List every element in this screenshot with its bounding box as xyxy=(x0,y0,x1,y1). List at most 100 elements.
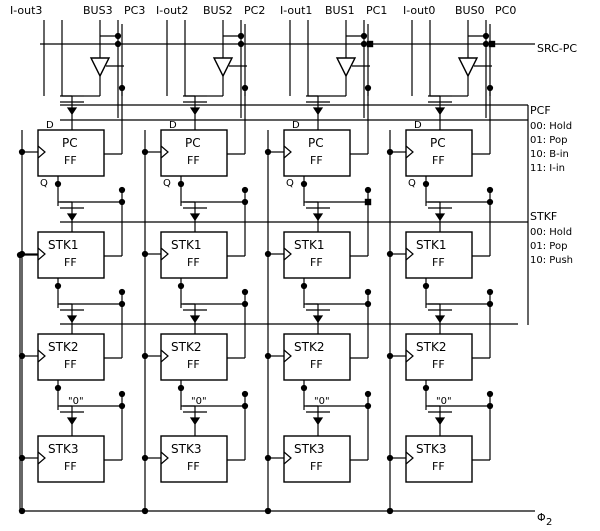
junction-dot xyxy=(241,186,249,194)
flip-flop-box xyxy=(283,129,351,177)
mux-arrow xyxy=(434,107,446,116)
flip-flop-ff-label: FF xyxy=(64,256,77,269)
flip-flop-box xyxy=(37,435,105,483)
label-bus1: BUS1 xyxy=(325,4,355,17)
junction-dot xyxy=(264,507,272,515)
stack-mux xyxy=(428,201,452,222)
flip-flop-box xyxy=(160,435,228,483)
mux-arrow xyxy=(312,107,324,116)
clock-input-glyph xyxy=(37,145,46,159)
label-bus3: BUS3 xyxy=(83,4,113,17)
flip-flop-ff-label: FF xyxy=(187,358,200,371)
flip-flop-box xyxy=(37,231,105,279)
pcf-line-pop: 01: Pop xyxy=(530,135,567,146)
clock-input-glyph xyxy=(405,145,414,159)
junction-dot xyxy=(177,282,185,290)
label-bus2: BUS2 xyxy=(203,4,233,17)
flip-flop-title: PC xyxy=(308,136,324,150)
flip-flop-box xyxy=(160,129,228,177)
label-iout2: I-out2 xyxy=(156,4,188,17)
d-label: D xyxy=(46,120,54,131)
pcf-line-hold: 00: Hold xyxy=(530,121,572,132)
stack-mux xyxy=(428,405,452,426)
flip-flop-title: STK3 xyxy=(48,442,78,456)
stkf-line-pop: 01: Pop xyxy=(530,241,567,252)
clock-input-glyph xyxy=(160,145,169,159)
label-src-pc: SRC-PC xyxy=(537,42,577,55)
junction-dot xyxy=(118,186,126,194)
zero-label: "0" xyxy=(191,396,207,407)
flip-flop-title: STK1 xyxy=(294,238,324,252)
junction-dot xyxy=(364,288,372,296)
stack-mux xyxy=(428,303,452,324)
junction-dot xyxy=(422,384,430,392)
clock-input-glyph xyxy=(405,247,414,261)
mux-arrow xyxy=(189,315,201,324)
stack-mux xyxy=(183,201,207,222)
mux-arrow xyxy=(312,315,324,324)
q-label: Q xyxy=(163,178,171,189)
flip-flop-box xyxy=(405,231,473,279)
stkf-line-hold: 00: Hold xyxy=(530,227,572,238)
clock-input-glyph xyxy=(283,451,292,465)
flip-flop-ff-label: FF xyxy=(187,460,200,473)
label-iout3: I-out3 xyxy=(10,4,42,17)
flip-flop-box xyxy=(405,129,473,177)
junction-dot xyxy=(364,390,372,398)
pcf-line-iin: 11: I-in xyxy=(530,163,565,174)
stkf-title: STKF xyxy=(530,210,557,223)
mux-arrow xyxy=(189,417,201,426)
junction-dot xyxy=(177,180,185,188)
stkf-legend: STKF 00: Hold 01: Pop 10: Push xyxy=(530,210,573,266)
mux-arrow xyxy=(66,417,78,426)
flip-flop-ff-label: FF xyxy=(310,256,323,269)
flip-flop-box xyxy=(37,333,105,381)
flip-flop-title: STK3 xyxy=(416,442,446,456)
phi2-label: Φ 2 xyxy=(537,511,552,528)
zero-label: "0" xyxy=(314,396,330,407)
label-pc0: PC0 xyxy=(495,4,516,17)
stack-mux xyxy=(306,303,330,324)
pcf-line-bin: 10: B-in xyxy=(530,149,569,160)
clock-input-glyph xyxy=(160,349,169,363)
junction-dot xyxy=(300,384,308,392)
flip-flop-title: STK1 xyxy=(171,238,201,252)
stack-mux xyxy=(183,405,207,426)
zero-label: "0" xyxy=(436,396,452,407)
flip-flop-title: STK1 xyxy=(48,238,78,252)
clock-input-glyph xyxy=(160,451,169,465)
phi-subscript: 2 xyxy=(546,517,552,528)
circuit: PCFFSTK1FFSTK2FFSTK3FFDQ"0"PCFFSTK1FFSTK… xyxy=(16,20,535,515)
flip-flop-box xyxy=(160,231,228,279)
flip-flop-ff-label: FF xyxy=(187,256,200,269)
flip-flop-box xyxy=(405,333,473,381)
flip-flop-ff-label: FF xyxy=(64,154,77,167)
flip-flop-title: STK3 xyxy=(294,442,324,456)
junction-dot xyxy=(141,507,149,515)
d-label: D xyxy=(292,120,300,131)
zero-label: "0" xyxy=(68,396,84,407)
label-pc1: PC1 xyxy=(366,4,387,17)
clock-input-glyph xyxy=(405,451,414,465)
flip-flop-title: PC xyxy=(62,136,78,150)
clock-input-glyph xyxy=(37,451,46,465)
stack-mux xyxy=(60,303,84,324)
mux-arrow xyxy=(189,107,201,116)
clock-input-glyph xyxy=(283,247,292,261)
tristate-buffer xyxy=(457,57,479,78)
flip-flop-ff-label: FF xyxy=(310,358,323,371)
flip-flop-ff-label: FF xyxy=(187,154,200,167)
d-label: D xyxy=(414,120,422,131)
mux-arrow xyxy=(66,107,78,116)
mux-arrow xyxy=(434,315,446,324)
junction-dot xyxy=(300,180,308,188)
